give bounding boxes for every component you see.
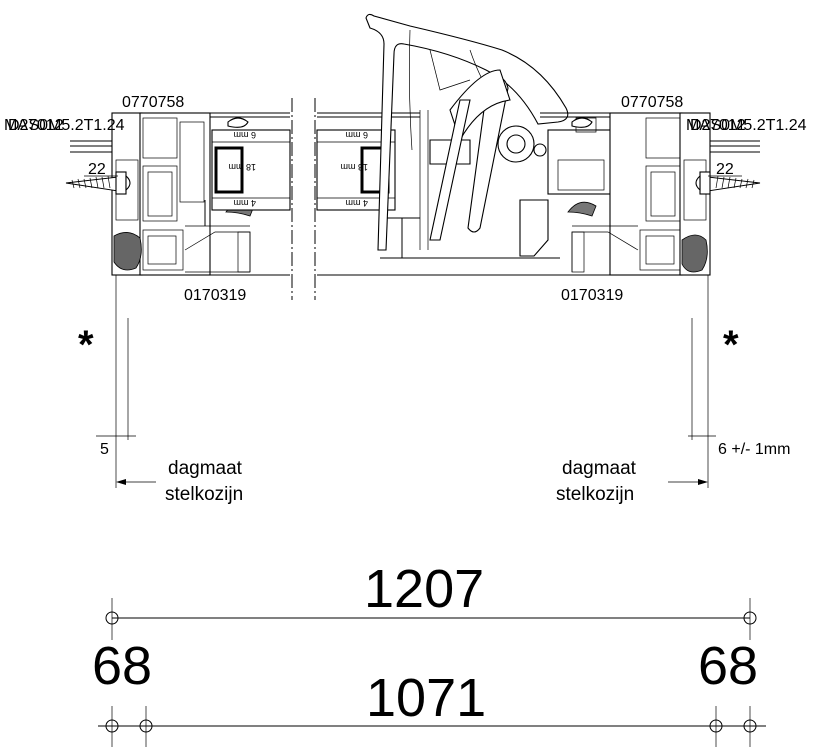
right-gap-dimension: 6 +/- 1mm (718, 441, 790, 458)
left-profile-top-label: 0770758 (122, 94, 184, 111)
right-glass-cavity: 18 mm (340, 162, 368, 172)
dimension-inner-value: 1071 (366, 668, 486, 728)
left-glass-top-thickness: 6 mm (234, 130, 257, 140)
right-asterisk: * (723, 323, 739, 367)
left-glass-cavity: 18 mm (228, 162, 256, 172)
ventilation-grille (365, 13, 569, 251)
dimension-right-frame: 68 (698, 636, 758, 696)
left-label-stelkozijn: stelkozijn (165, 484, 243, 505)
right-glass-top-thickness: 6 mm (346, 130, 369, 140)
left-screw-icon (65, 171, 131, 195)
right-profile-bottom-label: 0170319 (561, 287, 623, 304)
left-glass-bottom-thickness: 4 mm (234, 198, 257, 208)
right-label-stelkozijn: stelkozijn (556, 484, 634, 505)
left-label-dagmaat: dagmaat (168, 458, 243, 479)
left-profile-code-overlap: MA7012 (4, 117, 64, 134)
left-profile-code: D2S0M5.2T1.24 (8, 117, 125, 134)
dimension-overall (105, 598, 757, 640)
dimension-left-frame: 68 (92, 636, 152, 696)
right-glass-bottom-thickness: 4 mm (346, 198, 369, 208)
right-frame-profile (519, 112, 761, 276)
right-profile-top-label: 0770758 (621, 94, 683, 111)
right-profile-code-overlap: MA7012 (686, 117, 746, 134)
dimension-overall-value: 1207 (364, 559, 484, 619)
left-screw-dimension: 22 (88, 161, 106, 178)
dimension-inner (98, 706, 766, 747)
right-screw-icon (695, 171, 761, 195)
left-gap-dimension: 5 (100, 441, 109, 458)
right-screw-dimension: 22 (716, 161, 734, 178)
left-profile-bottom-label: 0170319 (184, 287, 246, 304)
right-profile-code: D2S0M5.2T1.24 (690, 117, 807, 134)
left-asterisk: * (78, 323, 94, 367)
left-frame-profile (65, 98, 293, 300)
right-label-dagmaat: dagmaat (562, 458, 637, 479)
